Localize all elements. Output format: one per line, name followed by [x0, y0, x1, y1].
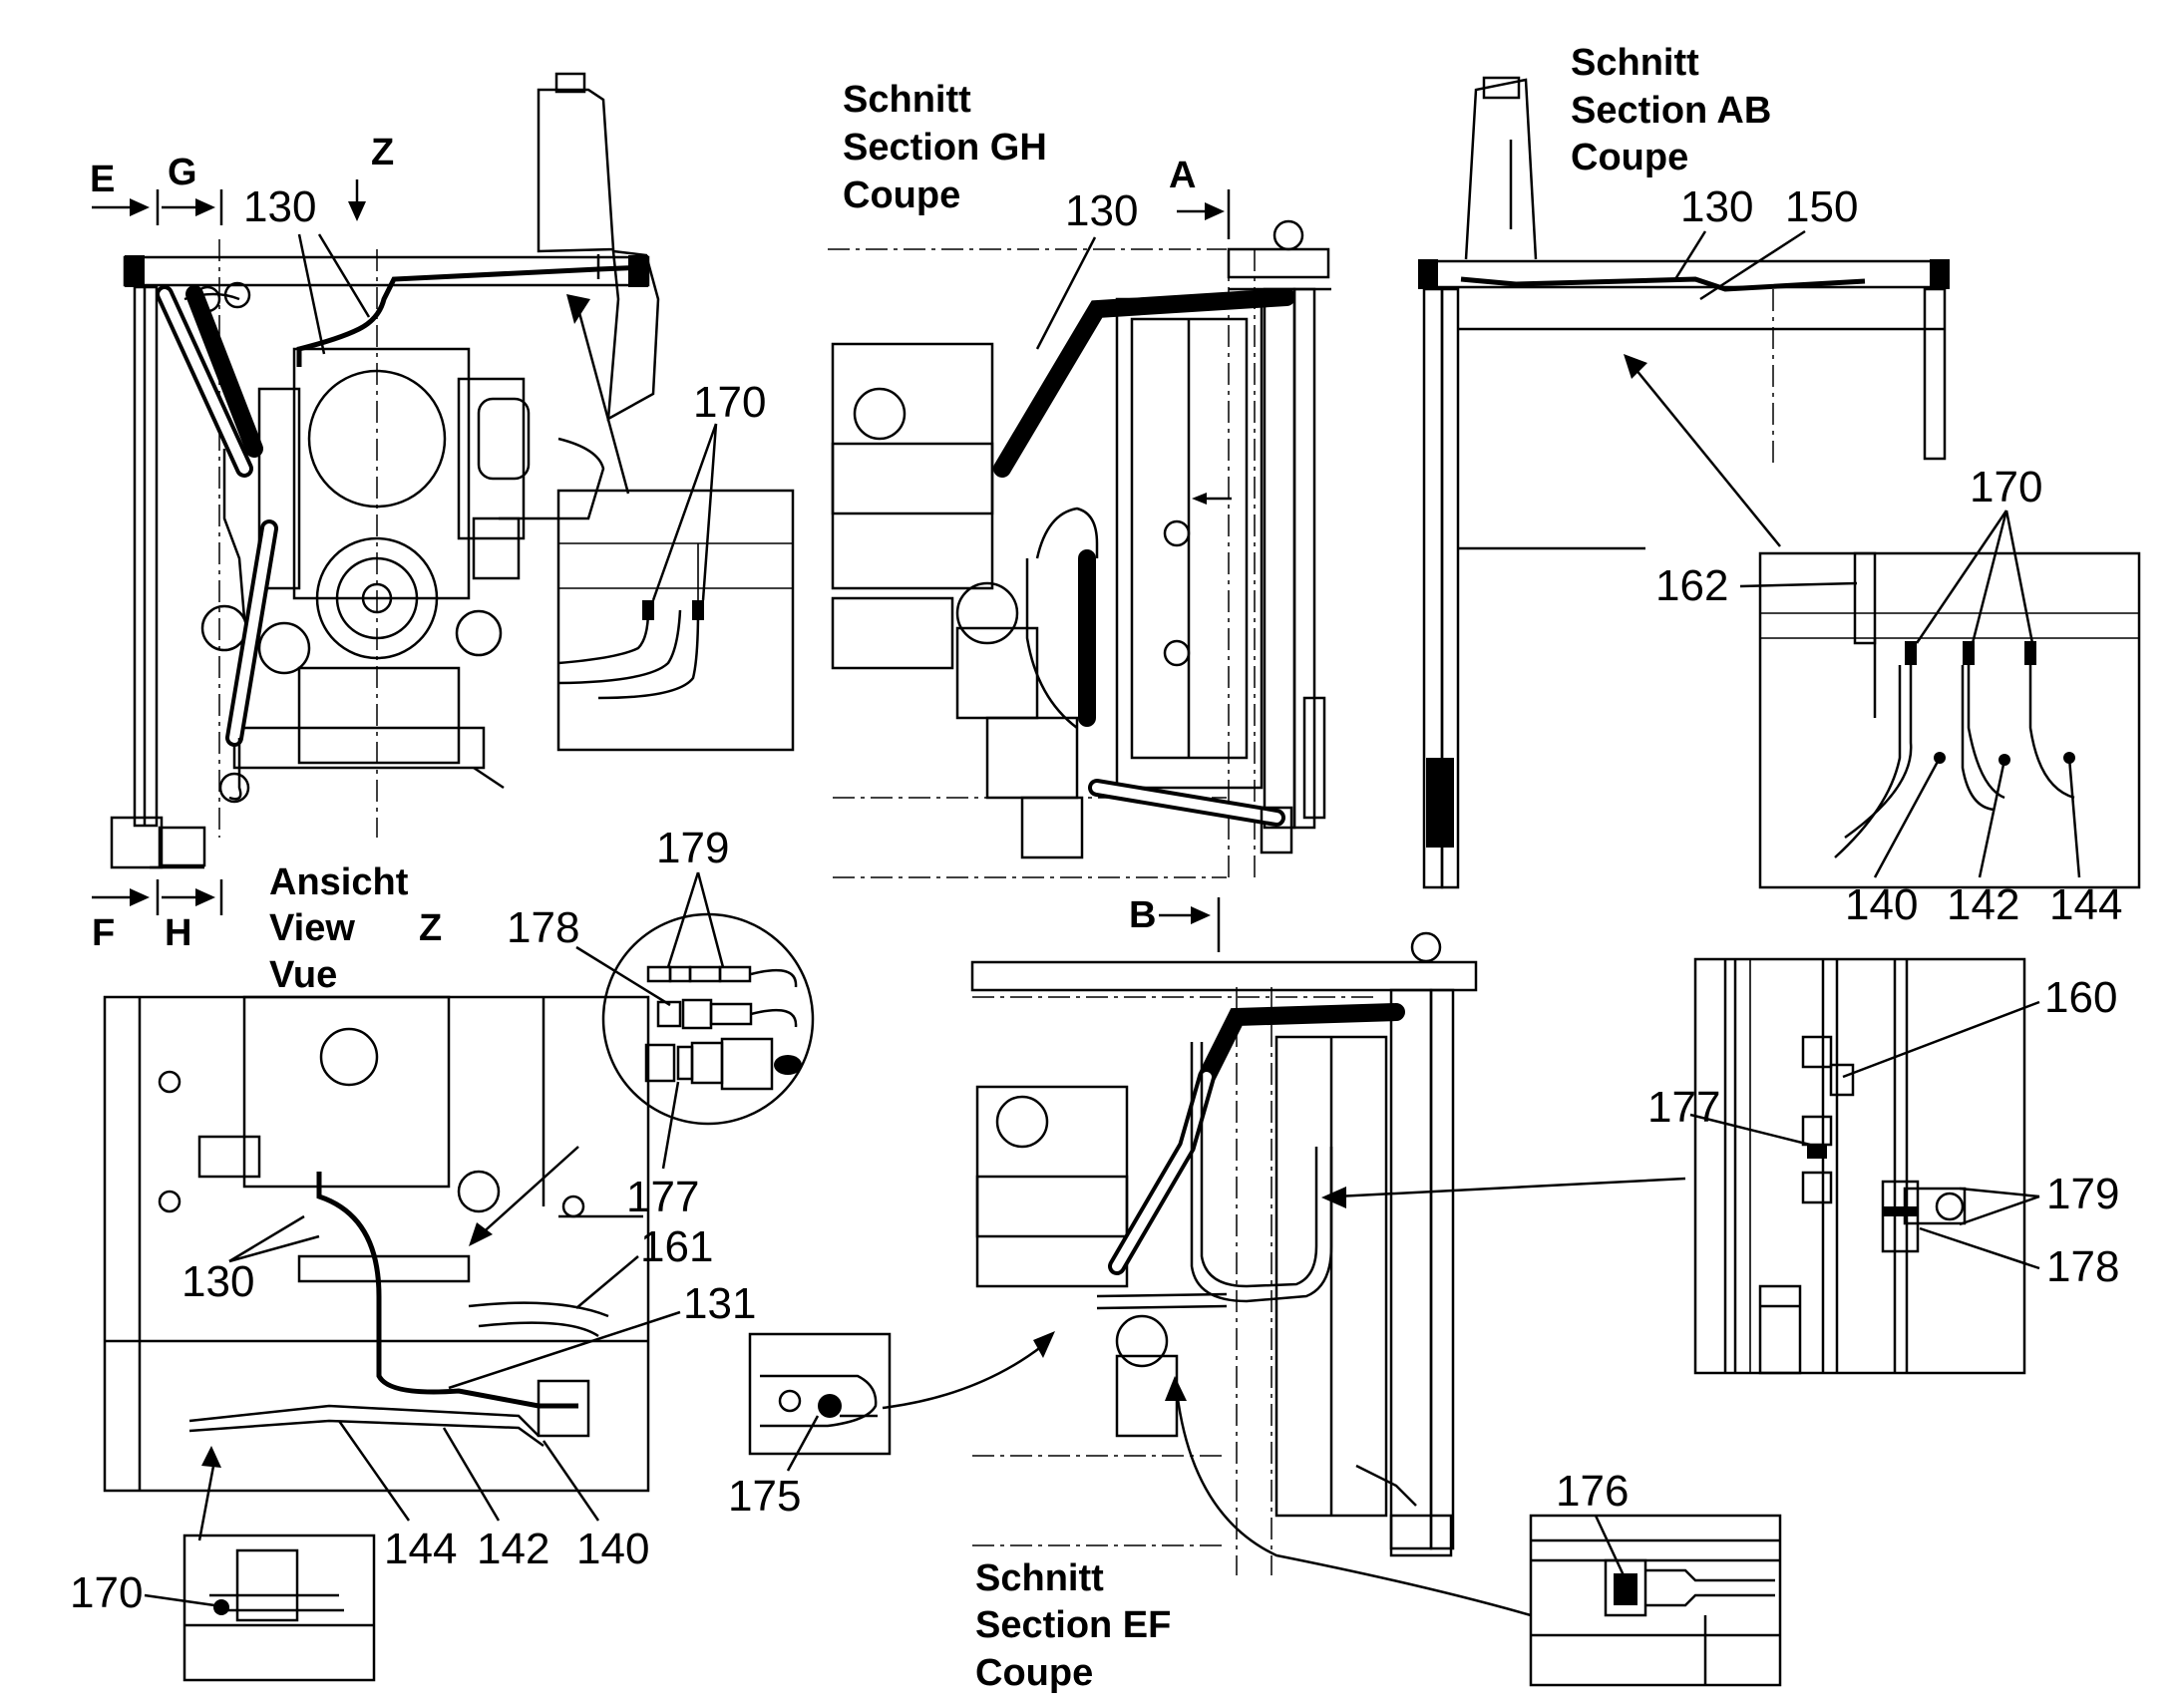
label-179-r: 179	[2046, 1170, 2119, 1218]
mark-b: B	[1129, 894, 1156, 936]
label-130-z: 130	[182, 1257, 254, 1306]
label-130-ab: 130	[1680, 182, 1753, 231]
label-140-z: 140	[576, 1525, 649, 1573]
gh-title-line3: Coupe	[843, 174, 960, 216]
label-150-ab: 150	[1785, 182, 1858, 231]
gh-title-line2: Section GH	[843, 127, 1047, 169]
label-142-z: 142	[477, 1525, 549, 1573]
label-177-r: 177	[1647, 1083, 1720, 1132]
section-ab: Schnitt Section AB Coupe 130 150	[1418, 42, 2141, 929]
label-175: 175	[728, 1472, 801, 1521]
mark-e: E	[90, 159, 115, 200]
label-140-ab: 140	[1845, 880, 1918, 929]
ef-title-line1: Schnitt	[975, 1557, 1104, 1599]
view-z: Ansicht View Z Vue	[70, 824, 815, 1682]
view-z-letter: Z	[419, 907, 442, 949]
label-170-ab: 170	[1970, 463, 2042, 512]
label-131-z: 131	[683, 1279, 756, 1328]
ab-title-line3: Coupe	[1571, 137, 1688, 178]
mark-z: Z	[371, 132, 394, 173]
front-view	[110, 72, 795, 869]
label-170-front: 170	[693, 378, 766, 427]
label-178-r: 178	[2046, 1242, 2119, 1291]
detail-right: 160 177 179 178	[1647, 957, 2119, 1375]
label-179-z: 179	[656, 824, 729, 872]
label-144-z: 144	[384, 1525, 457, 1573]
ef-title-line3: Coupe	[975, 1652, 1093, 1694]
section-gh: Schnitt Section GH Coupe A 130	[828, 79, 1331, 878]
label-177-z: 177	[626, 1173, 699, 1221]
ab-title-line1: Schnitt	[1571, 42, 1699, 84]
view-z-line1: Ansicht	[269, 861, 409, 903]
section-ef: B Schnitt Section EF Coupe	[970, 894, 1686, 1694]
detail-175: 175	[728, 1331, 1055, 1521]
label-142-ab: 142	[1947, 880, 2019, 929]
label-144-ab: 144	[2049, 880, 2122, 929]
mark-a: A	[1169, 155, 1196, 196]
label-170-z: 170	[70, 1568, 143, 1617]
label-161-z: 161	[640, 1222, 713, 1271]
label-176: 176	[1556, 1467, 1629, 1516]
mark-h: H	[165, 912, 191, 954]
label-130-gh: 130	[1065, 186, 1138, 235]
section-marks-top-left: E G Z 130 170 F H	[90, 132, 766, 954]
mark-g: G	[168, 152, 197, 193]
view-z-line2: View	[269, 907, 355, 949]
view-z-line3: Vue	[269, 954, 337, 996]
mark-f: F	[92, 912, 115, 954]
ab-title-line2: Section AB	[1571, 90, 1771, 132]
label-162-ab: 162	[1655, 561, 1728, 610]
label-130-front: 130	[243, 182, 316, 231]
label-178-z: 178	[507, 903, 579, 952]
gh-title-line1: Schnitt	[843, 79, 971, 121]
ef-title-line2: Section EF	[975, 1604, 1171, 1646]
detail-176: 176	[1529, 1467, 1782, 1687]
label-160: 160	[2044, 973, 2117, 1022]
